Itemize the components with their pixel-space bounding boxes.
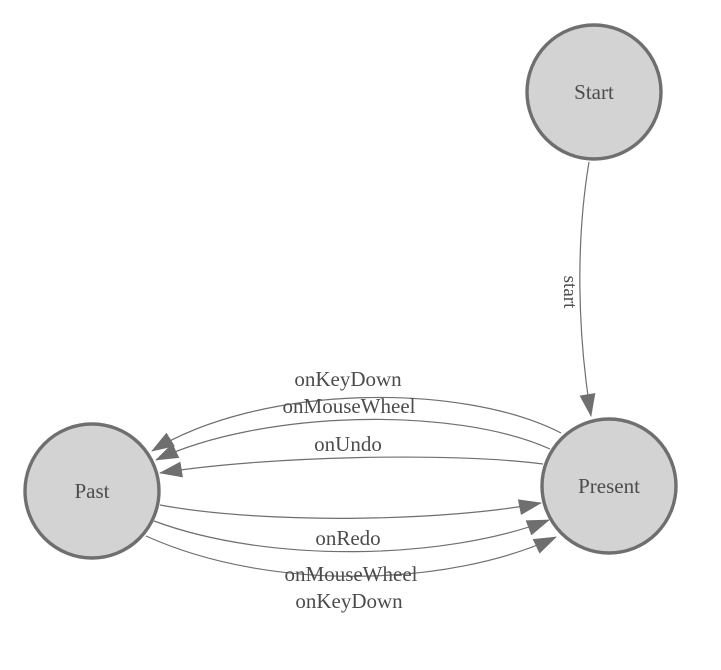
edge-label-start: start: [559, 276, 580, 309]
edge-past-to-present-onkeydown: [145, 535, 557, 577]
state-node-present-circle: [540, 417, 678, 555]
edge-start-to-present: [579, 161, 596, 417]
edge-labels-group: start onKeyDown onMouseWheel onUndo onRe…: [283, 276, 580, 613]
edge-label-onmousewheel-bottom: onMouseWheel: [285, 562, 418, 586]
state-node-start: Start: [525, 23, 663, 161]
state-node-past-circle: [23, 422, 161, 560]
edge-past-to-present-onredo: [159, 499, 542, 519]
edge-label-onredo: onRedo: [315, 526, 380, 550]
state-node-present-label: Present: [578, 474, 640, 498]
edge-present-to-past-onundo: [159, 456, 544, 478]
edge-label-onundo: onUndo: [314, 432, 382, 456]
state-node-past-label: Past: [74, 479, 109, 503]
edges-group: [145, 161, 596, 577]
state-node-past: Past: [23, 422, 161, 560]
nodes-group: Start Present Past: [23, 23, 678, 560]
edge-label-onkeydown-top: onKeyDown: [294, 367, 402, 391]
state-node-present: Present: [540, 417, 678, 555]
edge-present-to-past-onmousewheel: [155, 418, 551, 461]
state-node-start-circle: [525, 23, 663, 161]
edge-label-onkeydown-bottom: onKeyDown: [295, 589, 403, 613]
edge-present-to-past-onkeydown: [151, 396, 562, 452]
state-node-start-label: Start: [574, 80, 614, 104]
edge-label-onmousewheel-top: onMouseWheel: [283, 394, 416, 418]
edge-past-to-present-onmousewheel: [153, 519, 550, 553]
